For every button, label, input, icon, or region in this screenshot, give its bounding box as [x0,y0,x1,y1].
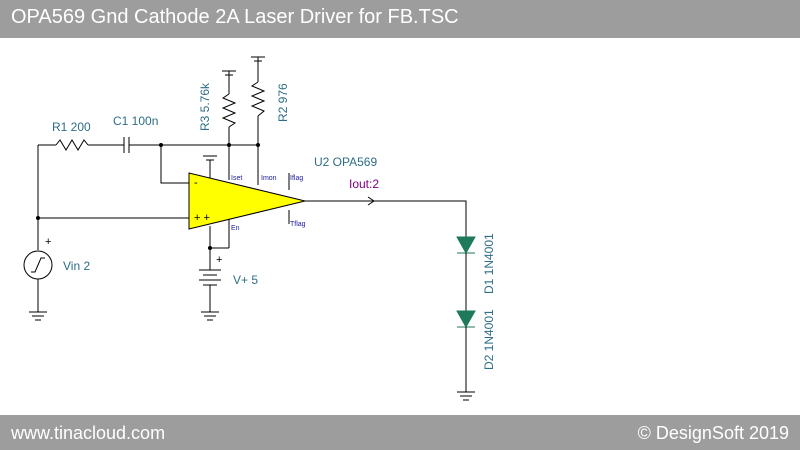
label-r2: R2 976 [276,83,290,122]
current-probe-arrow [367,196,375,206]
footer-website-link[interactable]: www.tinacloud.com [11,423,166,443]
title-bar: OPA569 Gnd Cathode 2A Laser Driver for F… [0,0,800,38]
opamp-u2[interactable] [188,172,306,230]
wire-output [305,200,467,235]
resistor-r1[interactable] [55,139,89,151]
label-vin: Vin 2 [63,259,90,273]
pin-minus: - [194,177,198,189]
page-title: OPA569 Gnd Cathode 2A Laser Driver for F… [11,6,459,28]
pin-en: En [231,225,240,232]
label-u2: U2 OPA569 [314,155,377,169]
label-c1: C1 100n [113,114,158,128]
label-r3: R3 5.76k [198,82,212,131]
label-d2: D2 1N4001 [482,309,496,370]
circuit-schematic[interactable]: R1 200 C1 100n R3 5.76k R2 976 U2 OPA569… [0,38,800,415]
sign-vin-plus: + [45,236,51,248]
pin-plus: + + [194,212,210,224]
label-r1: R1 200 [52,120,91,134]
pin-imon: Imon [261,175,277,182]
footer-bar: www.tinacloud.com © DesignSoft 2019 [0,415,800,450]
probe-label: Iout:2 [349,177,379,191]
pin-tflag: Tflag [290,221,306,228]
diode-d1[interactable] [456,236,476,255]
pin-iset: Iset [231,175,242,182]
source-step-icon [31,257,45,273]
footer-copyright: © DesignSoft 2019 [637,423,789,443]
wire-inverting-input [160,145,189,184]
sign-battery-plus: + [216,254,222,266]
label-vplus: V+ 5 [233,273,258,287]
pin-iflag: Iflag [290,175,303,182]
diode-d2[interactable] [456,310,476,329]
resistor-r3[interactable] [221,93,237,128]
label-d1: D1 1N4001 [482,233,496,294]
resistor-r2[interactable] [250,81,266,117]
